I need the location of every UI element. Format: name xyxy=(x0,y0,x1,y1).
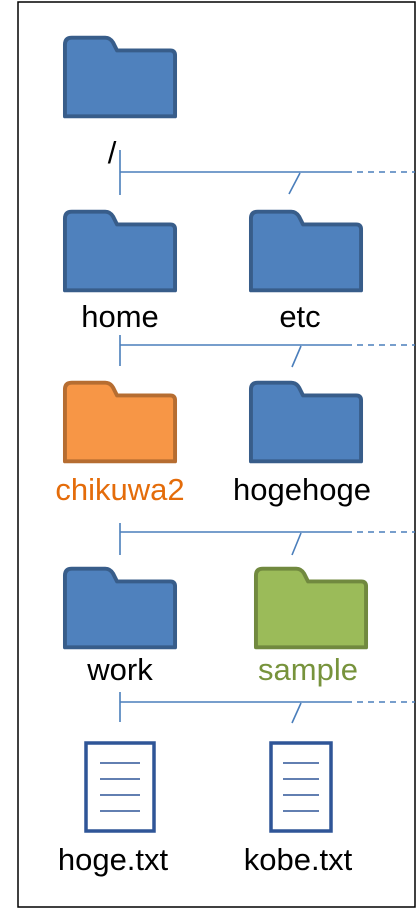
file-icon xyxy=(84,741,156,833)
node-label: chikuwa2 xyxy=(55,472,184,507)
folder-icon xyxy=(253,566,369,650)
connector-chikuwa2-sample xyxy=(291,532,302,556)
folder-icon xyxy=(62,209,178,293)
folder-icon xyxy=(248,209,364,293)
folder-icon xyxy=(62,566,178,650)
node-hogehoge[interactable]: hogehoge xyxy=(233,380,371,507)
connector-root xyxy=(119,150,352,195)
diagram-frame xyxy=(17,1,416,908)
connector-root-etc xyxy=(288,172,301,195)
node-kobe-txt[interactable]: kobe.txt xyxy=(244,741,353,877)
node-root[interactable]: / xyxy=(62,35,178,170)
connector-home xyxy=(119,335,352,366)
tree-connectors xyxy=(119,150,415,724)
node-etc[interactable]: etc xyxy=(248,209,364,334)
folder-icon xyxy=(248,380,364,464)
node-sample[interactable]: sample xyxy=(253,566,369,687)
node-label: etc xyxy=(279,299,320,334)
node-home[interactable]: home xyxy=(62,209,178,334)
file-icon xyxy=(269,741,333,833)
node-label: hogehoge xyxy=(233,472,371,507)
node-label: / xyxy=(108,135,117,170)
node-label: kobe.txt xyxy=(244,842,353,877)
node-hoge-txt[interactable]: hoge.txt xyxy=(58,741,169,877)
node-label: sample xyxy=(258,652,358,687)
folder-icon xyxy=(62,35,178,119)
node-chikuwa2[interactable]: chikuwa2 xyxy=(55,380,185,507)
node-label: work xyxy=(86,652,153,687)
node-work[interactable]: work xyxy=(62,566,178,687)
node-label: home xyxy=(81,299,159,334)
connector-work-kobe xyxy=(291,702,302,724)
connector-chikuwa2 xyxy=(119,523,352,555)
folder-icon xyxy=(62,380,178,464)
node-label: hoge.txt xyxy=(58,842,169,877)
connector-work xyxy=(119,692,352,722)
connector-home-hogehoge xyxy=(291,345,302,368)
